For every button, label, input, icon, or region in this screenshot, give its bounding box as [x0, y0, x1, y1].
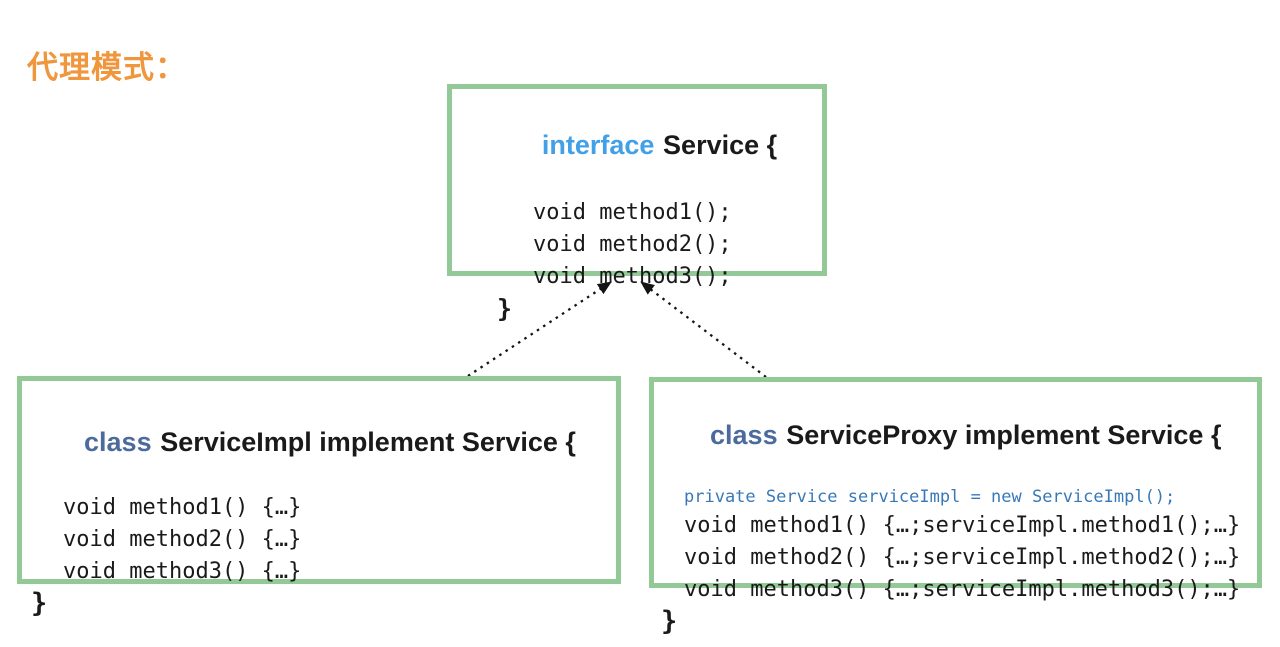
- interface-service-box: interface Service { void method1(); void …: [447, 84, 827, 323]
- private-field-line: private Service serviceImpl = new Servic…: [684, 487, 1176, 507]
- code-line: void method1();: [533, 200, 732, 225]
- closing-brace: }: [661, 606, 678, 637]
- interface-method-list: void method1(); void method2(); void met…: [533, 197, 822, 293]
- proxy-method-list: void method1() {…;serviceImpl.method1();…: [684, 510, 1257, 606]
- code-line: void method1() {…;serviceImpl.method1();…: [684, 513, 1241, 538]
- service-proxy-box: class ServiceProxy implement Service { pr…: [649, 377, 1262, 637]
- code-line: void method1() {…}: [63, 495, 302, 520]
- closing-brace: }: [31, 588, 48, 619]
- impl-name: ServiceImpl implement Service {: [160, 427, 576, 457]
- impl-method-list: void method1() {…} void method2() {…} vo…: [63, 492, 616, 588]
- page-title: 代理模式：: [27, 50, 187, 85]
- interface-declaration: interface Service {: [452, 97, 822, 193]
- code-line: void method3();: [533, 264, 732, 289]
- code-line: void method2() {…}: [63, 527, 302, 552]
- proxy-name: ServiceProxy implement Service {: [786, 420, 1222, 450]
- service-impl-box: class ServiceImpl implement Service { voi…: [17, 376, 621, 619]
- code-line: void method3() {…;serviceImpl.method3();…: [684, 577, 1241, 602]
- code-line: void method3() {…}: [63, 559, 302, 584]
- impl-declaration: class ServiceImpl implement Service {: [39, 394, 616, 490]
- class-keyword: class: [84, 427, 152, 457]
- code-line: void method2();: [533, 232, 732, 257]
- closing-brace: }: [497, 294, 513, 323]
- proxy-declaration: class ServiceProxy implement Service {: [665, 387, 1257, 483]
- interface-name: Service {: [663, 130, 778, 160]
- class-keyword: class: [710, 420, 778, 450]
- code-line: void method2() {…;serviceImpl.method2();…: [684, 545, 1241, 570]
- interface-keyword: interface: [541, 130, 655, 160]
